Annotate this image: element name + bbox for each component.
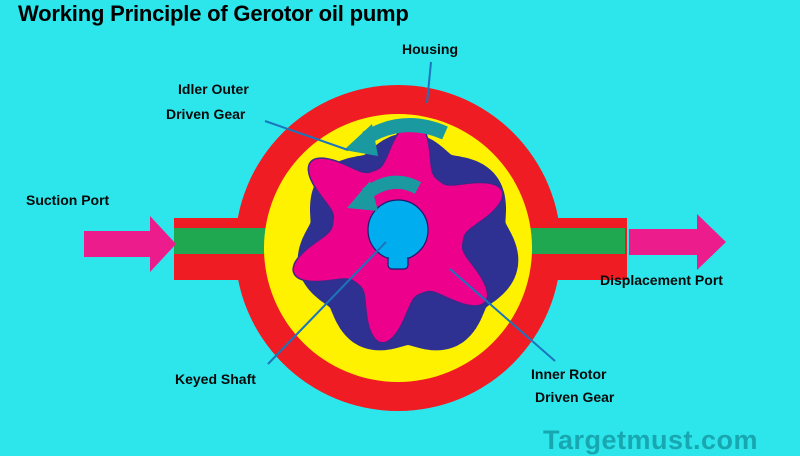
rotation-arrow-inner (347, 175, 422, 211)
suction-flow-arrow (84, 216, 176, 272)
displacement-port-channel (527, 228, 625, 254)
inner-rotor-label-line1: Inner Rotor (531, 366, 607, 382)
suction-port-channel (174, 228, 270, 254)
displacement-flow-arrow (629, 214, 726, 270)
inner-rotor-label-line2: Driven Gear (535, 389, 615, 405)
keyed-shaft-leader-line (267, 241, 387, 365)
idler-gear-label-line1: Idler Outer (178, 81, 249, 97)
housing-leader-line (426, 61, 432, 104)
inner-rotor-leader-line (449, 268, 556, 362)
watermark: Targetmust.com (543, 425, 759, 455)
keyed-shaft-label: Keyed Shaft (175, 371, 256, 387)
page-title: Working Principle of Gerotor oil pump (18, 1, 409, 26)
idler-gear-label-line2: Driven Gear (166, 106, 246, 122)
suction-port-label: Suction Port (26, 192, 110, 208)
rotation-arrow-outer (344, 118, 448, 156)
housing-label: Housing (402, 41, 458, 57)
idler-gear-leader-line (264, 120, 349, 151)
displacement-port-label: Displacement Port (600, 272, 723, 288)
